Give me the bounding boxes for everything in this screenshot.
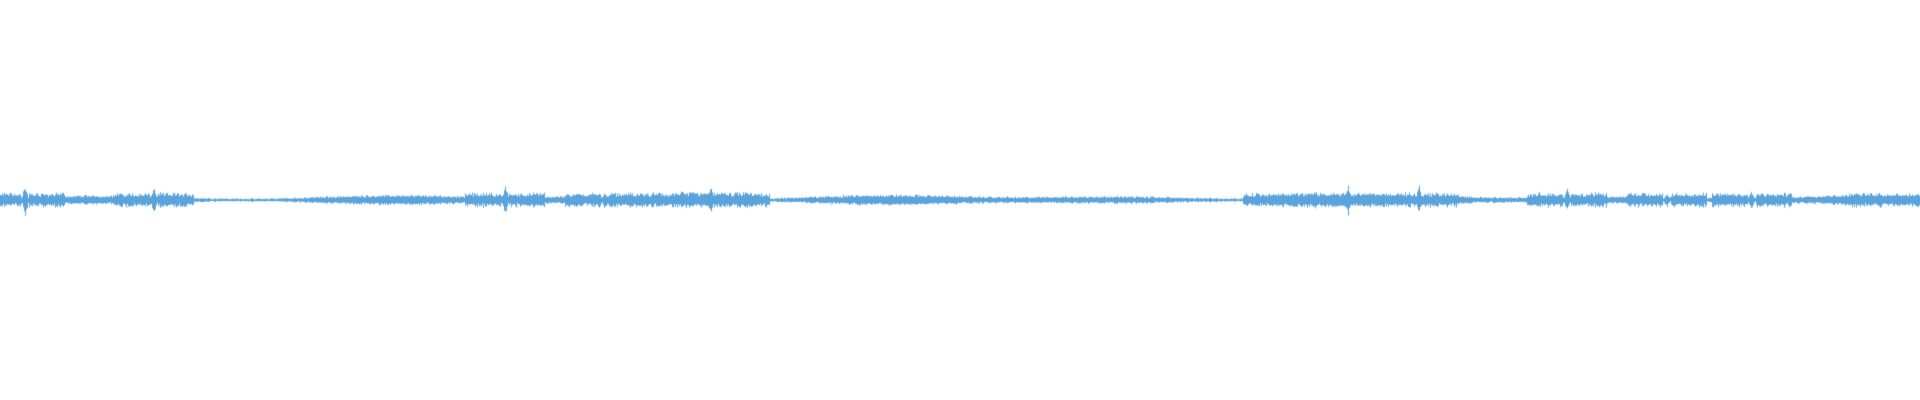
audio-waveform[interactable] [0, 0, 1920, 400]
waveform-view[interactable] [0, 0, 1920, 400]
